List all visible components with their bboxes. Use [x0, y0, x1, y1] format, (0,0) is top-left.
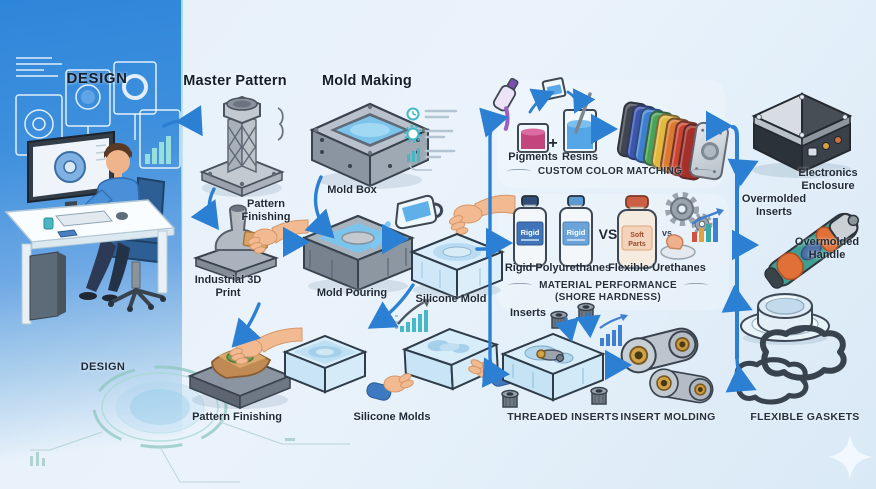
bars-chart-icon	[599, 314, 628, 346]
pigments-label: Pigments	[508, 151, 558, 163]
pattern-finishing-label: Pattern Finishing	[241, 198, 291, 223]
soft-parts-bottle-illustration: Soft Parts	[617, 195, 657, 269]
audio-port-icon	[834, 136, 842, 144]
panel-divider	[181, 0, 183, 294]
design-workstation-illustration	[4, 57, 181, 325]
hand-icon	[448, 194, 516, 235]
usb-port-icon	[807, 147, 818, 157]
dimension-brace-icon	[277, 107, 284, 141]
electronics-enclosure-illustration	[751, 92, 853, 178]
threaded-inserts-label: THREADED INSERTS	[507, 411, 619, 423]
hand-icon	[366, 373, 414, 401]
svg-text:Rigid: Rigid	[521, 228, 540, 237]
shore-hardness-caption: (SHORE HARDNESS)	[555, 292, 661, 303]
design-header: DESIGN	[66, 70, 128, 87]
material-performance-caption: MATERIAL PERFORMANCE	[498, 280, 718, 292]
tech-circle-decoration	[30, 365, 350, 483]
silicone-molds-pair-illustration	[282, 327, 516, 401]
process-checklist-icon	[404, 107, 458, 171]
mold-making-header: Mold Making	[321, 73, 412, 89]
mold-pouring-label: Mold Pouring	[316, 287, 388, 299]
silicone-mold-label: Silicone Mold	[415, 293, 487, 305]
master-pattern-header: Master Pattern	[183, 73, 287, 89]
resins-label: Resins	[561, 151, 599, 163]
audio-port-icon	[822, 142, 830, 150]
rigid-polyurethanes-label: Rigid Polyurethanes	[504, 262, 612, 274]
flexible-urethanes-label: Flexible Urethanes	[608, 262, 706, 274]
svg-text:Parts: Parts	[628, 241, 646, 248]
performance-chart-icon	[691, 208, 724, 242]
insert-molded-parts-illustration	[620, 327, 714, 404]
flexible-gaskets-label: FLEXIBLE GASKETS	[750, 411, 860, 423]
design-caption: DESIGN	[80, 361, 126, 373]
overmolded-inserts-label: Overmolded Inserts	[741, 193, 807, 218]
custom-color-matching-caption: CUSTOM COLOR MATCHING	[500, 166, 720, 178]
threaded-insert-icon	[501, 389, 519, 408]
threaded-insert-icon	[590, 386, 608, 405]
rigid-bottles-illustration: Rigid Rigid	[513, 195, 593, 267]
threaded-inserts-mold-illustration	[500, 332, 606, 402]
gear-icon	[406, 127, 420, 141]
insert-molding-label: INSERT MOLDING	[620, 411, 716, 423]
industrial-3d-print-label: Industrial 3D Print	[194, 274, 262, 299]
vs-label: VS	[598, 226, 618, 242]
plus-sign: +	[548, 135, 558, 152]
growth-chart-icon	[395, 299, 430, 332]
svg-text:Rigid: Rigid	[567, 228, 586, 237]
pattern-finishing-bottom-illustration	[187, 327, 303, 410]
electronics-enclosure-label: Electronics Enclosure	[798, 167, 858, 192]
pattern-finishing-bottom-label: Pattern Finishing	[192, 411, 282, 423]
gear-icon	[665, 192, 699, 226]
overmolded-handle-label: Overmolded Handle	[794, 236, 860, 261]
inserts-label: Inserts	[509, 307, 547, 319]
master-pattern-illustration	[199, 95, 285, 198]
silicone-molds-label: Silicone Molds	[353, 411, 431, 423]
overmolded-handle-illustration	[764, 212, 860, 289]
sparkle-icon	[828, 434, 872, 480]
vs-small-label: vs	[662, 228, 672, 238]
bar-chart-icon	[407, 148, 420, 162]
mold-box-label: Mold Box	[327, 184, 377, 196]
flexible-gaskets-illustration	[734, 325, 847, 405]
svg-text:Soft: Soft	[630, 232, 644, 239]
mold-pouring-illustration	[301, 194, 444, 294]
